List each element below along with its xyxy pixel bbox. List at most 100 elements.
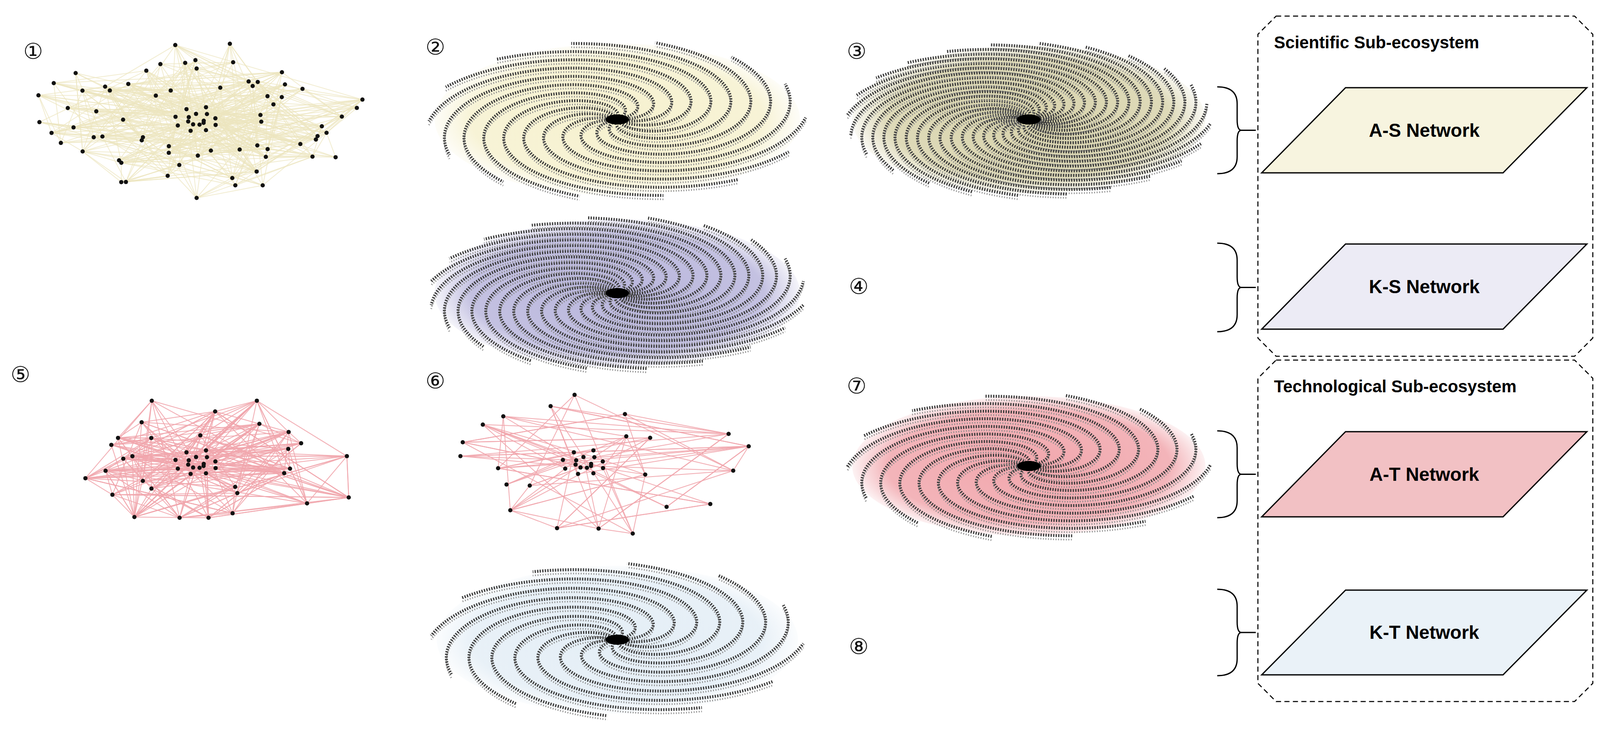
spiral-arm	[527, 282, 751, 358]
spiral-arm-shadow	[483, 232, 707, 307]
graph-vertex	[203, 470, 208, 476]
spiral-arm-shadow	[872, 85, 1055, 175]
graph-edge	[510, 510, 557, 528]
graph-vertex	[664, 504, 669, 509]
graph-vertex	[237, 147, 242, 152]
sub-ecosystem-box: Technological Sub-ecosystemA-T NetworkK-…	[1257, 359, 1594, 702]
graph-vertex	[254, 398, 260, 403]
spiral-arm-shadow	[880, 437, 1049, 528]
spiral-arm	[449, 234, 694, 299]
graph-vertex	[504, 482, 509, 487]
spiral-arm-shadow	[1008, 412, 1178, 502]
graph-edge	[256, 400, 285, 473]
spiral-arm-shadow	[472, 266, 633, 365]
spiral-arm-shadow	[469, 610, 636, 708]
graph-vertex	[177, 515, 182, 520]
callout-number: ②	[425, 35, 446, 59]
graph-edge	[529, 467, 581, 486]
spiral-arm-shadow	[1020, 398, 1158, 494]
graph-edge	[591, 445, 749, 466]
spiral-arm-shadow	[449, 237, 694, 303]
graph-vertex	[197, 122, 202, 127]
graph-vertex	[80, 149, 85, 154]
graph-edge	[482, 424, 603, 468]
curly-bracket	[1217, 86, 1256, 174]
graph-edge	[557, 503, 711, 528]
network-label: K-S Network	[1368, 276, 1480, 298]
graph-vertex	[186, 115, 191, 120]
graph-vertex	[458, 453, 463, 459]
graph-edge	[128, 83, 301, 144]
spiral-arm-shadow	[596, 60, 771, 158]
graph-edge	[151, 437, 238, 493]
graph-edge	[632, 474, 645, 534]
graph-vertex	[572, 392, 577, 397]
graph-vertex	[324, 130, 329, 135]
graph-vertex	[501, 414, 506, 419]
parallelogram	[1261, 431, 1587, 517]
graph-vertex	[37, 119, 42, 125]
graph-vertex	[286, 429, 291, 434]
graph-edge	[210, 150, 257, 172]
spiral-core	[605, 287, 630, 299]
callout-number: ①	[23, 40, 44, 63]
spiral-arm-shadow	[562, 121, 806, 175]
graph-edge	[598, 436, 627, 529]
graph-vertex	[204, 111, 210, 117]
bracket-group	[1217, 86, 1256, 676]
graph-edge	[105, 470, 143, 481]
graph-vertex	[83, 475, 88, 481]
graph-edge	[550, 406, 729, 434]
graph-vertex	[166, 143, 172, 149]
graph-edge	[179, 448, 289, 518]
graph-vertex	[571, 450, 576, 455]
graph-vertex	[208, 148, 213, 153]
graph-edge	[510, 474, 646, 510]
graph-vertex	[201, 120, 206, 125]
graph-edge	[132, 455, 348, 457]
graph-vertex	[73, 70, 78, 75]
graph-vertex	[333, 154, 338, 160]
spiral-arm-shadow	[602, 229, 763, 328]
graph-vertex	[255, 143, 260, 148]
graph-vertex	[271, 102, 276, 107]
graph-vertex	[36, 93, 41, 98]
spiral-ground	[852, 45, 1206, 194]
network-label: A-S Network	[1368, 119, 1480, 141]
graph-edge	[123, 458, 285, 473]
network-label: A-T Network	[1369, 463, 1479, 485]
graph-vertex	[574, 458, 579, 463]
graph-edge	[39, 121, 268, 150]
spiral-arm	[571, 43, 731, 139]
kt-spiral-6	[431, 563, 804, 720]
graph-vertex	[339, 114, 344, 119]
graph-edge	[134, 465, 204, 517]
spiral-arm-shadow	[464, 88, 639, 186]
graph-vertex	[746, 443, 751, 448]
spiral-arm	[541, 287, 785, 352]
graph-vertex	[630, 531, 635, 536]
spiral-arm	[543, 113, 789, 179]
graph-vertex	[298, 141, 303, 147]
spiral-arm	[993, 84, 1197, 162]
callout-number: ⑧	[848, 635, 869, 658]
spiral-arm	[458, 256, 643, 347]
graph-edge	[229, 43, 274, 105]
spiral-arm-shadow	[485, 271, 625, 373]
spiral-ground	[434, 218, 800, 367]
graph-vertex	[726, 431, 731, 436]
graph-edge	[121, 116, 342, 183]
graph-edge	[506, 450, 594, 485]
graph-vertex	[51, 80, 56, 86]
graph-vertex	[265, 93, 270, 99]
dashed-border	[1257, 16, 1593, 357]
graph-vertex	[265, 146, 270, 152]
graph-vertex	[193, 454, 199, 459]
spiral-arm-shadow	[445, 63, 691, 129]
graph-vertex	[731, 468, 736, 473]
graph-vertex	[246, 79, 251, 84]
spiral-core	[605, 634, 630, 645]
graph-edge	[346, 455, 349, 498]
callout-number: ⑤	[10, 363, 31, 386]
graph-vertex	[600, 458, 606, 464]
